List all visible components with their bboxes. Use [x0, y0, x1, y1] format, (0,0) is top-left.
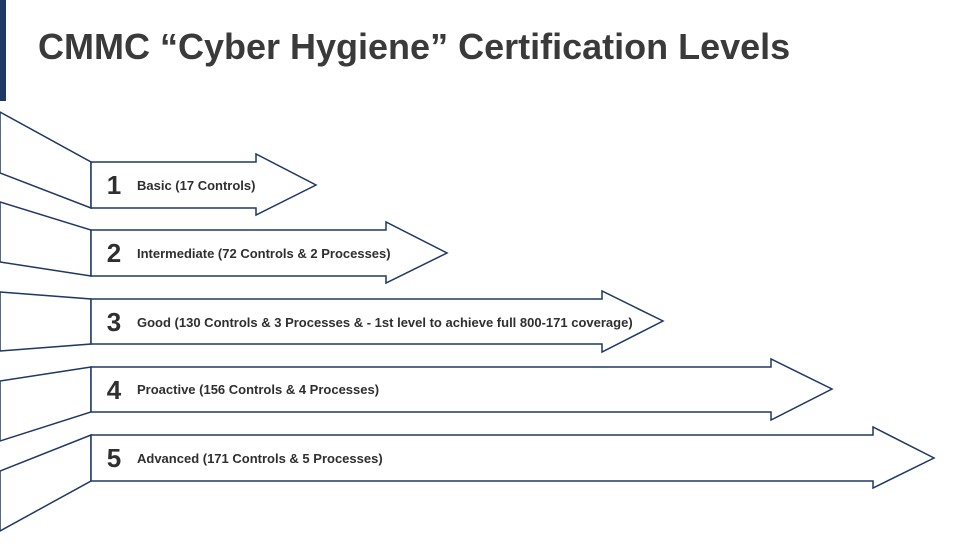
- level-5: 5 Advanced (171 Controls & 5 Processes): [0, 425, 936, 532]
- level-2-arrow: [90, 220, 449, 285]
- level-2-funnel: [0, 201, 92, 277]
- level-1-funnel: [0, 111, 92, 210]
- level-4-number: 4: [107, 375, 122, 405]
- level-5-label: Advanced (171 Controls & 5 Processes): [137, 451, 383, 466]
- level-3-label: Good (130 Controls & 3 Processes & - 1st…: [137, 315, 633, 330]
- level-3-number: 3: [107, 307, 121, 337]
- level-4-funnel: [0, 366, 92, 442]
- level-5-funnel: [0, 433, 92, 532]
- level-4: 4 Proactive (156 Controls & 4 Processes): [0, 357, 834, 442]
- level-1: 1 Basic (17 Controls): [0, 111, 318, 217]
- level-4-label: Proactive (156 Controls & 4 Processes): [137, 382, 379, 397]
- level-2: 2 Intermediate (72 Controls & 2 Processe…: [0, 201, 449, 285]
- accent-bar: [0, 0, 6, 101]
- level-2-label: Intermediate (72 Controls & 2 Processes): [137, 246, 391, 261]
- level-1-number: 1: [107, 170, 121, 200]
- level-5-arrow: [90, 425, 936, 490]
- slide-title: CMMC “Cyber Hygiene” Certification Level…: [38, 26, 791, 67]
- level-5-number: 5: [107, 443, 121, 473]
- level-4-arrow: [90, 357, 834, 422]
- level-1-arrow: [90, 152, 318, 217]
- level-1-label: Basic (17 Controls): [137, 178, 255, 193]
- level-3-funnel: [0, 291, 92, 352]
- level-3: 3 Good (130 Controls & 3 Processes & - 1…: [0, 289, 665, 354]
- level-3-arrow: [90, 289, 665, 354]
- level-2-number: 2: [107, 238, 121, 268]
